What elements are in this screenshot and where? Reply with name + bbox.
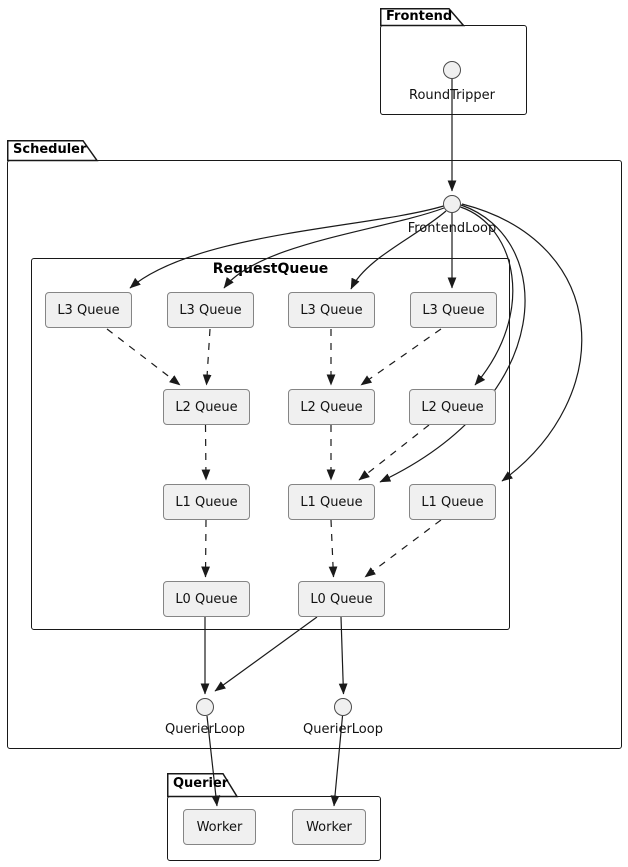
l3-queue-4: L3 Queue [410, 292, 497, 328]
l2-queue-1: L2 Queue [163, 389, 250, 425]
scheduler-package-title: Scheduler [13, 142, 87, 157]
l0-queue-2: L0 Queue [298, 581, 385, 617]
querierloop-2-label: QuerierLoop [303, 722, 383, 737]
querierloop-1-circle [196, 698, 214, 716]
l1-queue-2: L1 Queue [288, 484, 375, 520]
querierloop-1-label: QuerierLoop [165, 722, 245, 737]
worker-1: Worker [183, 809, 256, 845]
l3-queue-2: L3 Queue [167, 292, 254, 328]
roundtripper-label: RoundTripper [409, 88, 495, 103]
l3-queue-3: L3 Queue [288, 292, 375, 328]
querier-package-title: Querier [173, 776, 229, 791]
l3-queue-1: L3 Queue [45, 292, 132, 328]
frontendloop-label: FrontendLoop [407, 221, 497, 236]
l2-queue-3: L2 Queue [409, 389, 496, 425]
l1-queue-1: L1 Queue [163, 484, 250, 520]
l1-queue-3: L1 Queue [409, 484, 496, 520]
querierloop-2-circle [334, 698, 352, 716]
l2-queue-2: L2 Queue [288, 389, 375, 425]
request-queue-title: RequestQueue [212, 261, 329, 277]
worker-2: Worker [292, 809, 366, 845]
frontendloop-circle [443, 195, 461, 213]
roundtripper-circle [443, 61, 461, 79]
l0-queue-1: L0 Queue [163, 581, 250, 617]
frontend-package-title: Frontend [386, 9, 453, 24]
